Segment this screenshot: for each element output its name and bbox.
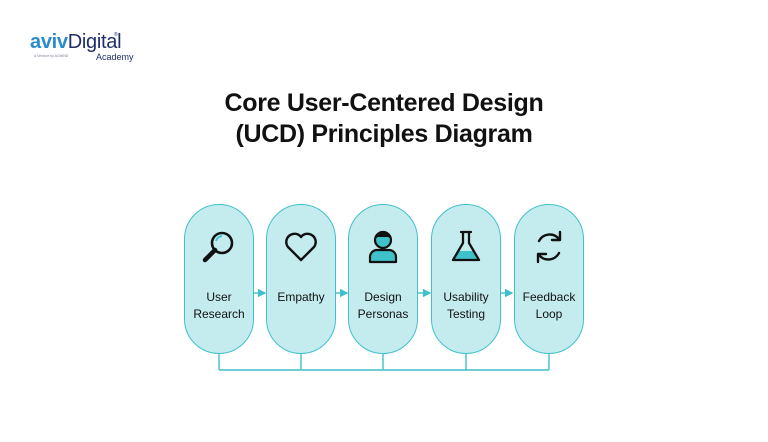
step-label: Usability Testing (424, 289, 508, 323)
heart-icon (285, 232, 317, 262)
diagram-title-line-1: Core User-Centered Design (224, 89, 544, 117)
step-usability-testing: Usability Testing (431, 204, 501, 354)
logo-wordmark: avivDigital (30, 31, 122, 53)
step-label: User Research (177, 289, 261, 323)
aviv-digital-logo: avivDigital ® A Venture by ACMIND Academ… (30, 32, 140, 68)
feedback-loop-connector (218, 354, 550, 371)
logo-academy: Academy (96, 52, 134, 62)
flask-icon (451, 230, 481, 262)
logo-aviv: aviv (30, 31, 68, 53)
person-icon (368, 230, 398, 264)
logo-registered-mark: ® (114, 32, 118, 38)
step-label-line-2: Loop (535, 307, 563, 321)
step-label-line-2: Testing (446, 307, 486, 321)
step-label-line-1: Empathy (277, 290, 325, 304)
step-label: Design Personas (341, 289, 425, 323)
step-label-line-1: Feedback (522, 290, 576, 304)
step-empathy: Empathy (266, 204, 336, 354)
step-label-line-2: Personas (357, 307, 409, 321)
step-label-line-1: Design (364, 290, 402, 304)
magnifying-glass-icon (202, 231, 234, 263)
step-feedback-loop: Feedback Loop (514, 204, 584, 354)
step-design-personas: Design Personas (348, 204, 418, 354)
step-label: Empathy (259, 289, 343, 306)
diagram-title-line-2: (UCD) Principles Diagram (235, 120, 533, 148)
step-label: Feedback Loop (507, 289, 591, 323)
step-user-research: User Research (184, 204, 254, 354)
refresh-cycle-icon (536, 230, 562, 264)
step-label-line-1: Usability (443, 290, 489, 304)
logo-digital: Digital (67, 31, 122, 53)
step-label-line-2: Research (193, 307, 245, 321)
logo-tagline: A Venture by ACMIND (34, 54, 69, 58)
step-label-line-1: User (206, 290, 232, 304)
